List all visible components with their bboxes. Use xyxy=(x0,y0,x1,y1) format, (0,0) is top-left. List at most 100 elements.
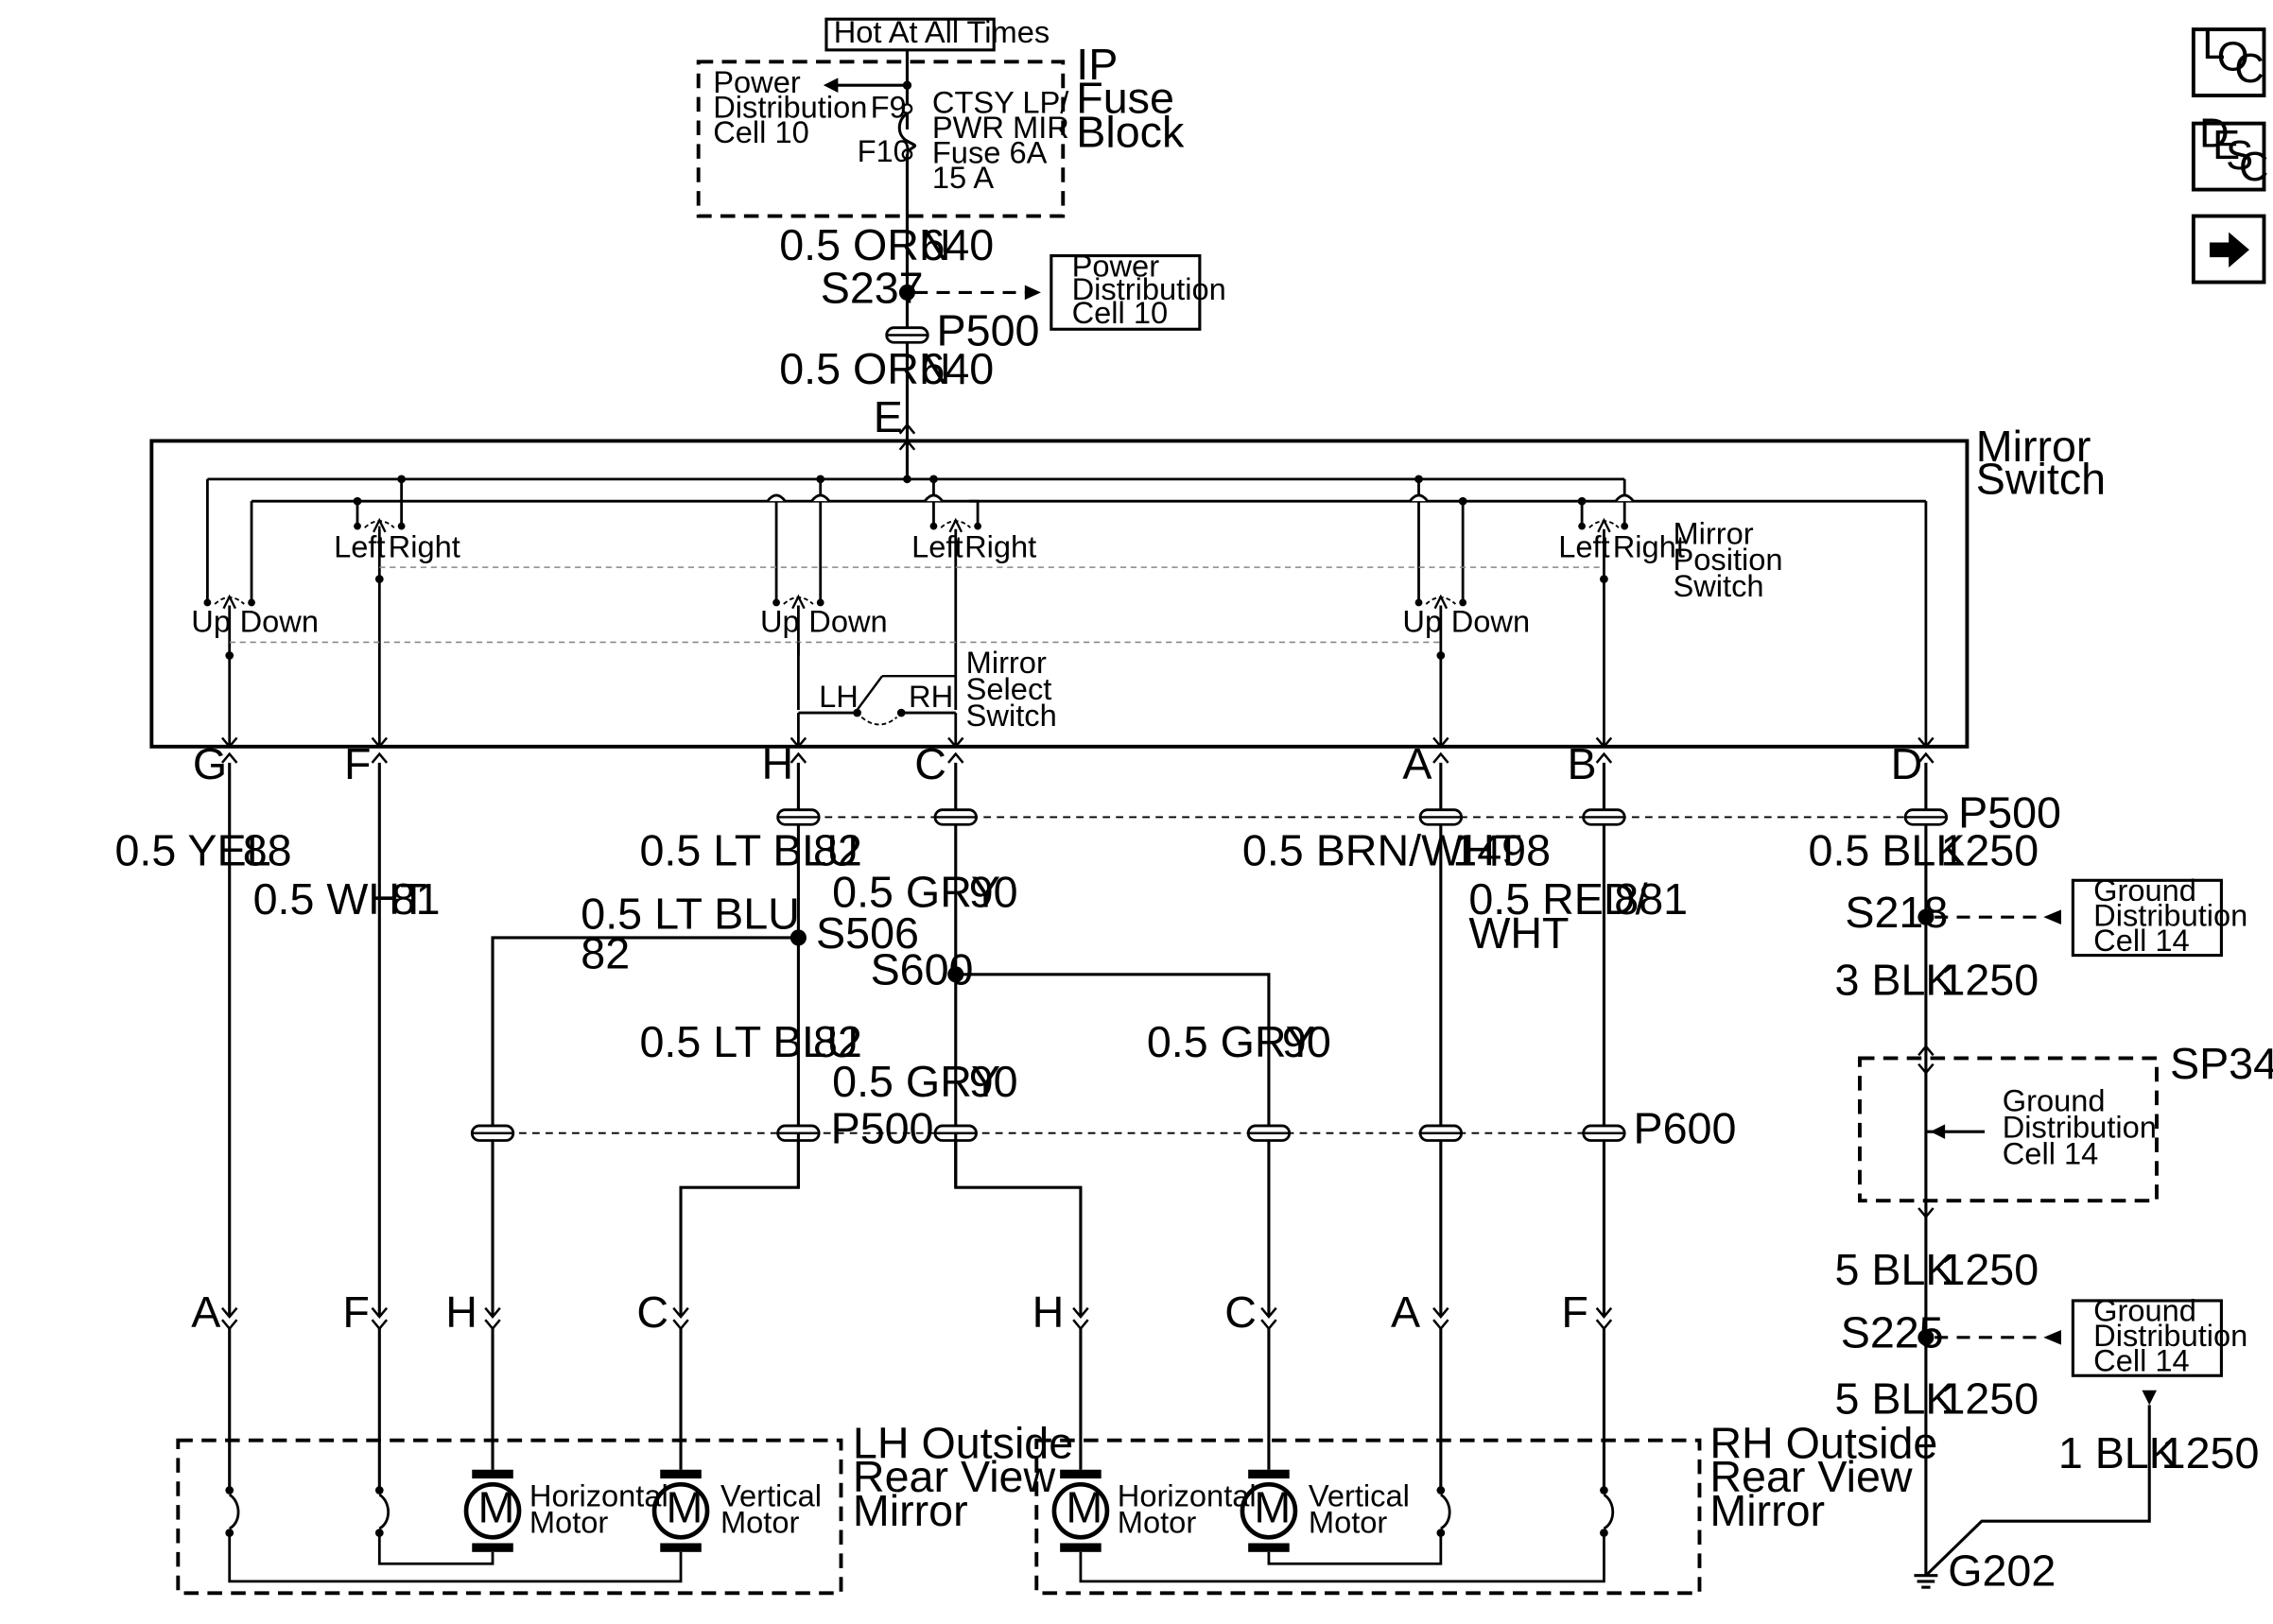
block-label: Block xyxy=(1076,107,1185,156)
pdc-arrow-icon xyxy=(823,78,839,93)
rh-horizontal-label-1: Horizontal xyxy=(1118,1478,1257,1513)
splice-s225: S225 xyxy=(1841,1308,1944,1357)
s237-pdc-line1: Power xyxy=(1072,248,1160,283)
center-left-label: Left xyxy=(911,528,963,563)
rh-pin-f: F xyxy=(1561,1287,1588,1337)
fuse-symbol xyxy=(897,112,917,153)
loc-label-l: L xyxy=(2202,23,2225,68)
fuse-f10: F10 xyxy=(858,133,911,168)
sp340-ref-line1: Ground xyxy=(2003,1082,2106,1117)
rh-vertical-label-2: Motor xyxy=(1309,1505,1388,1540)
ground-icon xyxy=(1914,1574,1938,1589)
splice-s506: S506 xyxy=(816,908,919,958)
rh-pin-a: A xyxy=(1391,1287,1420,1337)
ground-1blk-size: 1 BLK xyxy=(2058,1428,2178,1477)
ground-5blk-b-circuit: 1250 xyxy=(1940,1374,2039,1424)
wire-d-size: 0.5 BLK xyxy=(1809,826,1966,875)
lh-pin-c: C xyxy=(636,1287,668,1337)
hot-at-all-times-label: Hot At All Times xyxy=(834,14,1050,49)
wire-h-lower-circuit: 82 xyxy=(813,1017,862,1066)
rh-pin-h: H xyxy=(1032,1287,1065,1337)
s237-pdc-line3: Cell 10 xyxy=(1072,295,1169,330)
lh-pin-h: H xyxy=(445,1287,477,1337)
wire-h-circuit: 82 xyxy=(813,826,862,875)
connector-p500-top: P500 xyxy=(937,305,1040,354)
ip-label: IP xyxy=(1076,40,1118,89)
s237-pdc-line2: Distribution xyxy=(1072,271,1226,306)
wire-h-size: 0.5 LT BLU xyxy=(639,826,859,875)
rh-mirror-box xyxy=(1034,1438,1702,1596)
wire-640-lower-circuit: 640 xyxy=(920,344,994,393)
sp340-label: SP340 xyxy=(2170,1039,2273,1088)
mirror-switch-title-2: Switch xyxy=(1976,454,2106,503)
select-switch-label-1: Mirror xyxy=(966,645,1047,680)
connector-p500-upper: P500 xyxy=(1958,787,2061,837)
rh-right-label: Right xyxy=(1613,528,1685,563)
pin-d: D xyxy=(1891,739,1923,788)
select-switch-label-2: Select xyxy=(966,671,1052,706)
s218-gdc-line2: Distribution xyxy=(2093,897,2247,932)
wire-c-branch-circuit: 90 xyxy=(1282,1017,1331,1066)
wire-h-branch-circuit: 82 xyxy=(581,929,630,978)
right-arrow-icon xyxy=(2209,232,2249,268)
wire-h-lower-size: 0.5 LT BLU xyxy=(639,1017,859,1066)
rh-mirror-title-3: Mirror xyxy=(1709,1486,1825,1535)
pin-f: F xyxy=(344,739,371,788)
rh-vertical-label-1: Vertical xyxy=(1309,1478,1410,1513)
wire-640-upper-circuit: 640 xyxy=(920,220,994,269)
lh-vertical-label-2: Motor xyxy=(720,1505,800,1540)
wire-b-size-1: 0.5 RED/ xyxy=(1468,874,1647,924)
rh-left-label: Left xyxy=(1558,528,1609,563)
position-switch-label-3: Switch xyxy=(1673,568,1763,603)
ground-1blk-circuit: 1250 xyxy=(2161,1428,2260,1477)
s218-gdc-line1: Ground xyxy=(2093,872,2196,907)
ground-g202: G202 xyxy=(1948,1546,2056,1596)
wire-c-size: 0.5 GRY xyxy=(832,867,1000,916)
pin-a: A xyxy=(1402,739,1431,788)
desc-label-e: E xyxy=(2212,123,2240,168)
wire-c-circuit: 90 xyxy=(969,867,1018,916)
select-switch-label-3: Switch xyxy=(966,698,1057,733)
wire-d-circuit: 1250 xyxy=(1940,826,2039,875)
wire-h-branch-size: 0.5 LT BLU xyxy=(581,890,800,939)
next-button[interactable] xyxy=(2191,214,2266,285)
wire-640-upper-size: 0.5 ORN xyxy=(779,220,950,269)
ground-5blk-a-size: 5 BLK xyxy=(1835,1245,1955,1294)
center-right-label: Right xyxy=(964,528,1036,563)
rh-pin-c: C xyxy=(1224,1287,1257,1337)
wire-f-circuit: 81 xyxy=(391,874,441,924)
ground-3blk-circuit: 1250 xyxy=(1940,956,2039,1005)
s225-gdc-line2: Distribution xyxy=(2093,1318,2247,1353)
connector-p600: P600 xyxy=(1634,1104,1737,1153)
loc-button[interactable]: L O C xyxy=(2191,23,2266,98)
desc-button[interactable]: D E S C xyxy=(2191,111,2269,192)
lh-horizontal-label-1: Horizontal xyxy=(529,1478,668,1513)
mirror-switch-title-1: Mirror xyxy=(1976,422,2091,471)
ground-5blk-a-circuit: 1250 xyxy=(1940,1245,2039,1294)
loc-label-c: C xyxy=(2234,46,2264,92)
s225-gdc-line1: Ground xyxy=(2093,1293,2196,1328)
fuse-label: Fuse xyxy=(1076,74,1174,123)
mirror-switch-box xyxy=(149,439,1969,749)
wire-b-circuit: 881 xyxy=(1614,874,1688,924)
rh-mirror-title-2: Rear View xyxy=(1709,1452,1913,1501)
pin-g: G xyxy=(193,739,227,788)
lh-mirror-title-2: Rear View xyxy=(853,1452,1056,1501)
lh-mirror-title-3: Mirror xyxy=(853,1486,968,1535)
lh-vertical-label-1: Vertical xyxy=(720,1478,822,1513)
desc-label-s: S xyxy=(2226,133,2253,179)
wire-c-branch-size: 0.5 GRY xyxy=(1147,1017,1315,1066)
center-up-label: Up xyxy=(760,604,800,639)
select-rh-label: RH xyxy=(909,679,953,714)
pin-c: C xyxy=(914,739,946,788)
pin-e-label: E xyxy=(874,392,903,441)
s225-gdc-line3: Cell 14 xyxy=(2093,1343,2190,1378)
hot-at-all-times-box: Hot At All Times xyxy=(824,14,1050,52)
right-down-label: Down xyxy=(1451,604,1530,639)
lh-left-label: Left xyxy=(334,528,385,563)
fuse-desc-1: CTSY LP/ xyxy=(932,85,1069,120)
wire-c-lower-size: 0.5 GRY xyxy=(832,1057,1000,1106)
splice-s600: S600 xyxy=(871,945,974,994)
ground-3blk-size: 3 BLK xyxy=(1835,956,1955,1005)
